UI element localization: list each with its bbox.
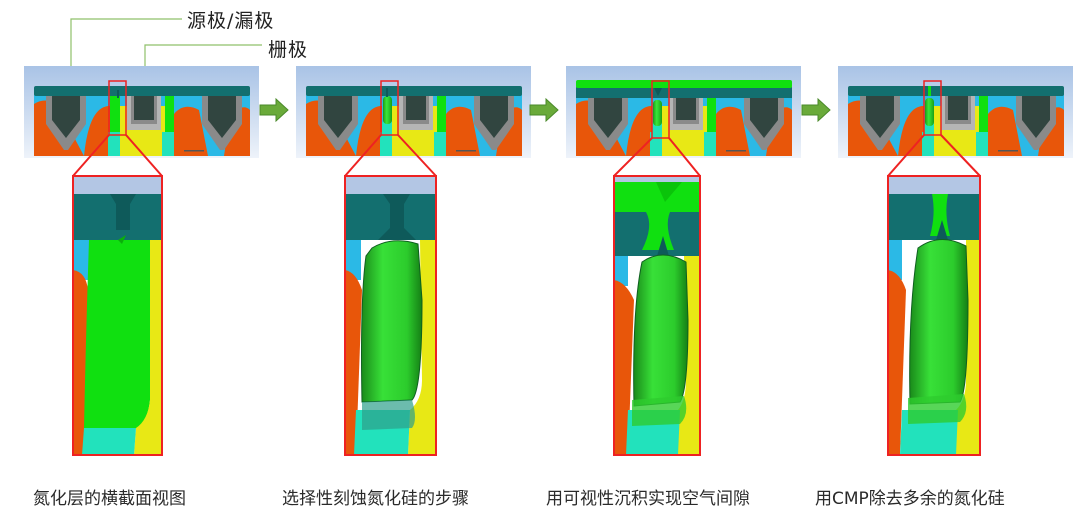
step-1-highlight-box <box>108 80 127 136</box>
callout-source-drain: 源极/漏极 <box>187 10 275 32</box>
step-3-overview <box>566 66 801 158</box>
arrow-right-icon <box>259 97 289 123</box>
step-4-highlight-box <box>923 80 942 136</box>
step-2-zoom-lines <box>344 134 437 177</box>
step-2-overview <box>296 66 531 158</box>
step-3-caption: 用可视性沉积实现空气间隙 <box>546 489 750 509</box>
step-4-caption: 用CMP除去多余的氮化硅 <box>815 489 1005 509</box>
step-4-zoom-detail <box>887 175 981 456</box>
step-3-zoom-detail <box>613 175 701 456</box>
step-2-highlight-box <box>380 80 399 136</box>
step-1-caption: 氮化层的横截面视图 <box>33 489 186 509</box>
arrow-right-icon <box>801 97 831 123</box>
step-1-zoom-detail <box>72 175 163 456</box>
callout-gate: 栅极 <box>268 39 309 61</box>
step-4-zoom-lines <box>887 134 981 177</box>
step-3-zoom-lines <box>613 137 701 177</box>
step-2-caption: 选择性刻蚀氮化硅的步骤 <box>282 489 469 509</box>
step-1-overview <box>24 66 259 158</box>
step-1-zoom-lines <box>72 134 163 177</box>
step-2-zoom-detail <box>344 175 437 456</box>
arrow-right-icon <box>529 97 559 123</box>
step-4-overview <box>838 66 1073 158</box>
step-3-highlight-box <box>651 80 670 139</box>
